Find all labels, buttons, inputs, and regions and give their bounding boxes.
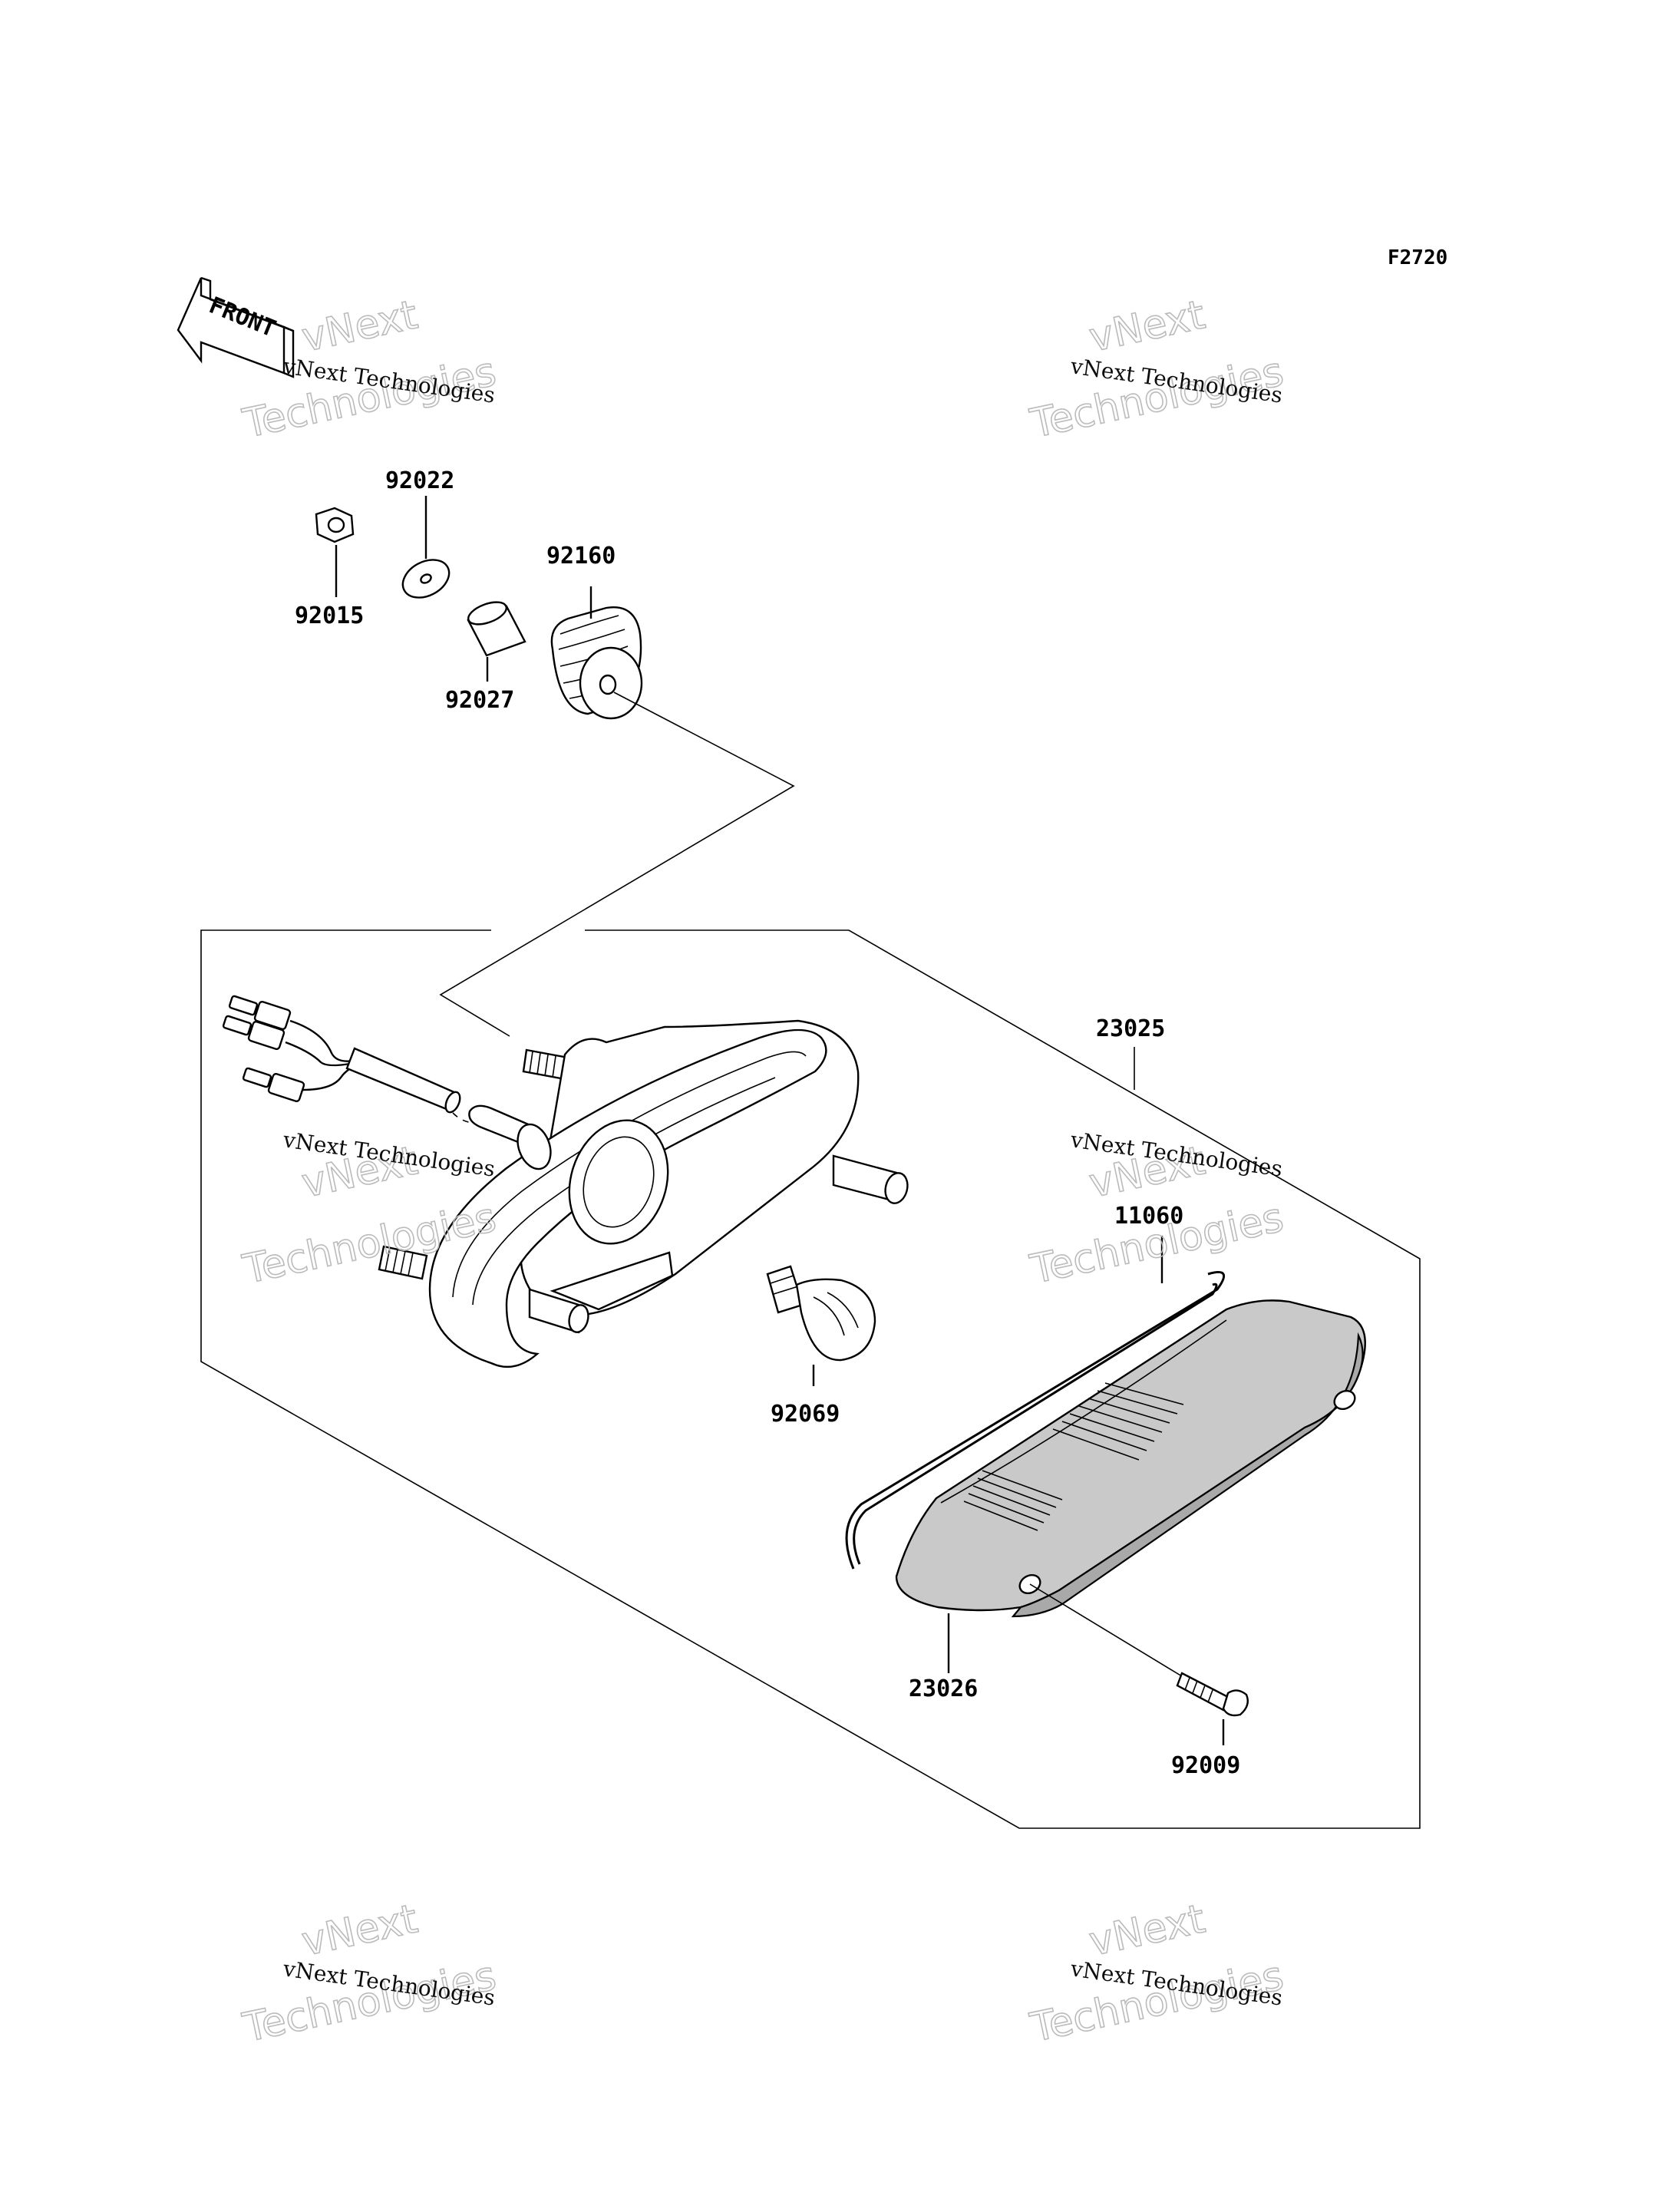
watermark-top-right: vNext Technologies vNext Technologies xyxy=(1025,292,1288,448)
part-number-92009: 92009 xyxy=(1171,1752,1240,1779)
lamp-housing xyxy=(378,1019,909,1368)
assembly-frame xyxy=(200,929,1421,1829)
grommet-92160 xyxy=(550,586,643,720)
svg-text:vNext: vNext xyxy=(298,1896,421,1965)
bulb-92069 xyxy=(766,1265,876,1386)
lens-23026 xyxy=(895,1299,1366,1673)
svg-text:vNext: vNext xyxy=(298,292,421,361)
part-number-92022: 92022 xyxy=(385,467,454,494)
svg-text:vNext: vNext xyxy=(1085,1896,1209,1965)
watermark-bottom-left: vNext Technologies vNext Technologies xyxy=(238,1896,500,2052)
grommet-leader xyxy=(439,692,795,1037)
part-number-92015: 92015 xyxy=(295,602,364,629)
washer-92022 xyxy=(401,496,451,599)
part-number-92027: 92027 xyxy=(445,687,514,714)
part-number-23026: 23026 xyxy=(909,1675,978,1702)
front-arrow-icon: FRONT xyxy=(177,276,295,378)
nut-92015 xyxy=(315,507,355,597)
wiring-harness xyxy=(222,995,539,1148)
figure-code: F2720 xyxy=(1388,246,1447,269)
watermark-bottom-right: vNext Technologies vNext Technologies xyxy=(1025,1896,1288,2052)
screw-92009 xyxy=(1029,1583,1249,1745)
part-number-23025: 23025 xyxy=(1096,1015,1165,1042)
collar-92027 xyxy=(467,601,526,682)
part-number-92069: 92069 xyxy=(771,1401,840,1428)
part-number-92160: 92160 xyxy=(546,543,616,569)
part-number-11060: 11060 xyxy=(1114,1203,1183,1230)
gasket-11060 xyxy=(845,1236,1226,1570)
svg-text:vNext: vNext xyxy=(1085,292,1209,361)
